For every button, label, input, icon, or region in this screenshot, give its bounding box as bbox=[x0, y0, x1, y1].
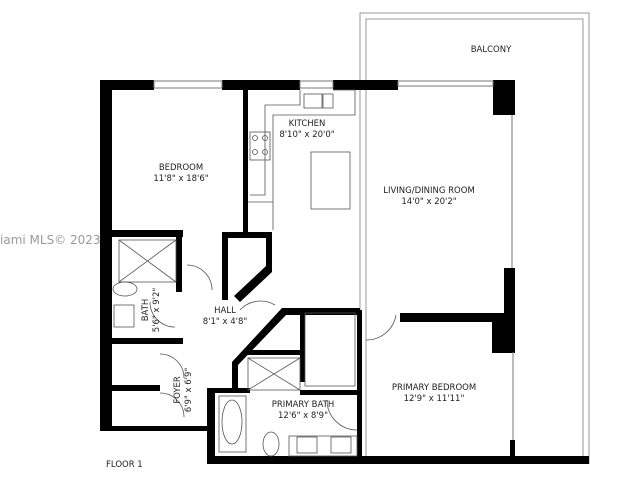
room-name: LIVING/DINING ROOM bbox=[383, 186, 475, 196]
room-label-balcony: BALCONY bbox=[471, 45, 512, 56]
windows bbox=[153, 80, 514, 440]
room-name: PRIMARY BEDROOM bbox=[391, 383, 477, 393]
room-name: BALCONY bbox=[470, 45, 512, 55]
room-size: 8'1" x 4'8" bbox=[202, 317, 248, 327]
room-size: 6'9" x 6'9" bbox=[184, 367, 194, 413]
room-size: 12'6" x 8'9" bbox=[278, 411, 328, 421]
room-name: HALL bbox=[214, 306, 236, 316]
walls bbox=[100, 80, 589, 464]
room-name: PRIMARY BATH bbox=[271, 400, 335, 410]
room-size: 5'6" x 9'2" bbox=[152, 287, 162, 333]
watermark: iami MLS© 2023 bbox=[0, 233, 101, 247]
room-size: 12'9" x 11'11" bbox=[403, 394, 465, 404]
room-size: 14'0" x 20'2" bbox=[401, 197, 457, 207]
fixtures bbox=[112, 89, 397, 457]
room-name: KITCHEN bbox=[288, 119, 326, 129]
room-name: BEDROOM bbox=[158, 163, 204, 173]
room-name: BATH bbox=[141, 298, 151, 322]
room-size: 11'8" x 18'6" bbox=[153, 174, 209, 184]
floor-label: FLOOR 1 bbox=[106, 460, 143, 470]
room-size: 8'10" x 20'0" bbox=[279, 130, 335, 140]
room-name: FOYER bbox=[173, 376, 183, 404]
